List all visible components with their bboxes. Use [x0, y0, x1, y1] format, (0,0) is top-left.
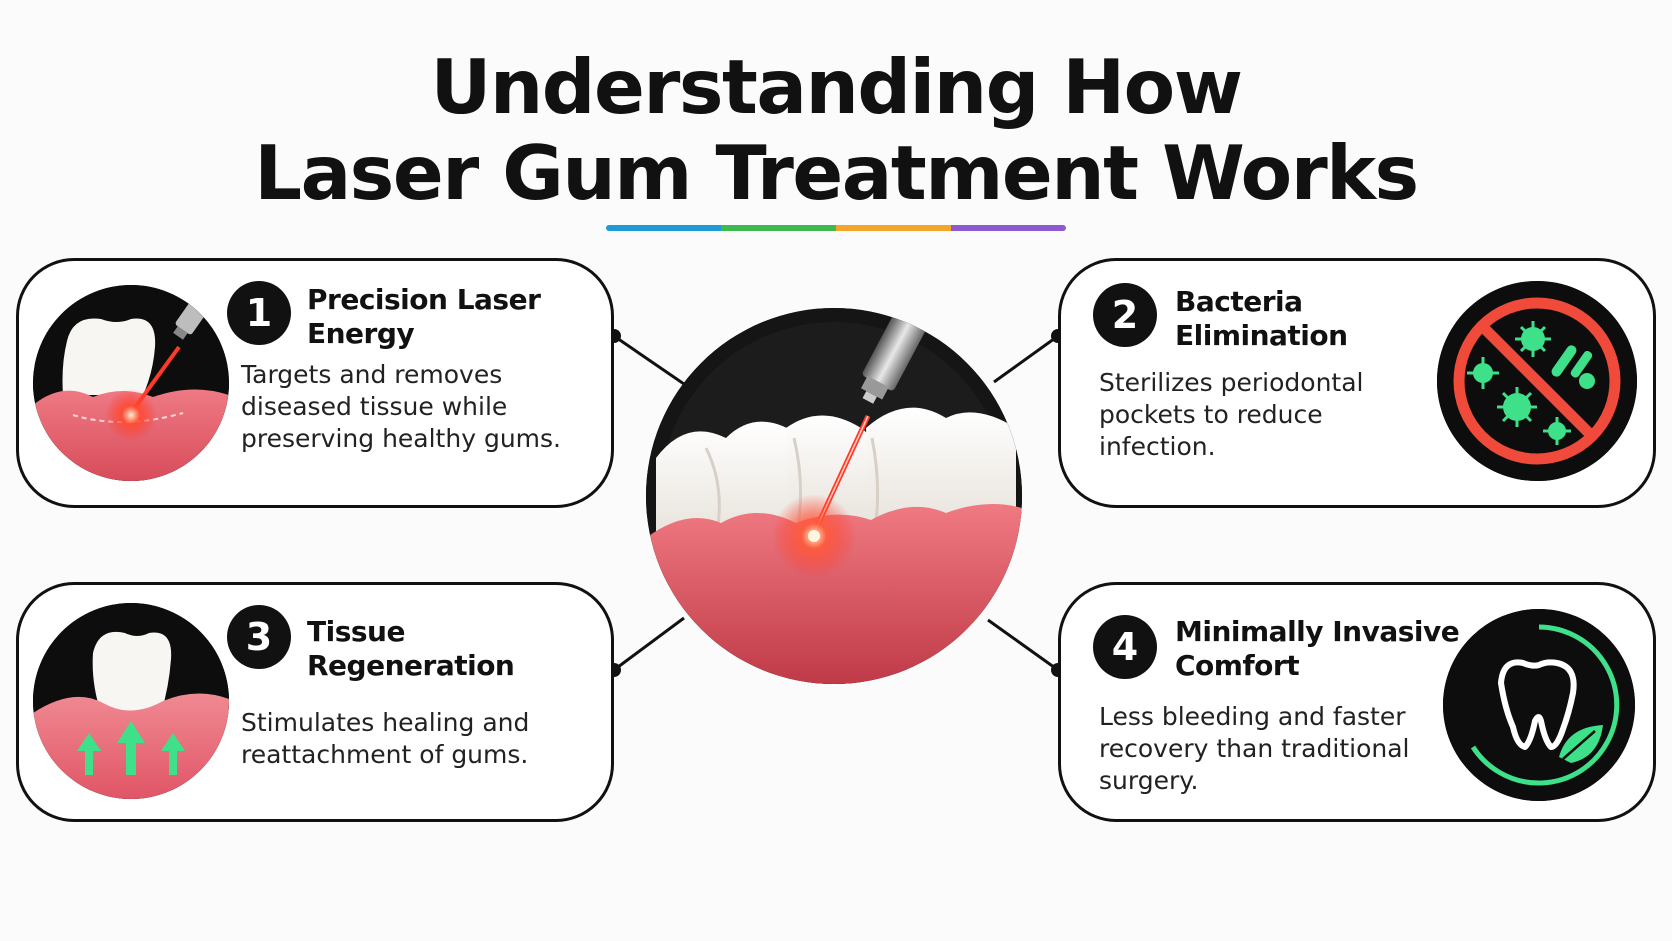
step-4-title-line-2: Comfort [1175, 649, 1300, 682]
step-1-description: Targets and removes diseased tissue whil… [241, 359, 561, 455]
step-4-title: Minimally Invasive Comfort [1175, 615, 1460, 683]
connector-line-2 [993, 334, 1059, 384]
page-title: Understanding How Laser Gum Treatment Wo… [0, 44, 1672, 216]
step-2-title: Bacteria Elimination [1175, 285, 1348, 353]
title-underline [606, 225, 1066, 231]
gum-regrowth-icon [33, 603, 229, 799]
step-1-desc-line-3: preserving healthy gums. [241, 424, 561, 453]
step-3-desc-line-1: Stimulates healing and [241, 708, 530, 737]
step-3-icon-circle [33, 603, 229, 799]
step-1-title-line-1: Precision Laser [307, 283, 541, 316]
step-card-3: 3 Tissue Regeneration Stimulates healing… [16, 582, 614, 822]
step-1-desc-line-1: Targets and removes [241, 360, 503, 389]
title-line-2: Laser Gum Treatment Works [254, 129, 1419, 217]
step-4-desc-line-2: recovery than traditional [1099, 734, 1410, 763]
underline-segment-blue [606, 225, 721, 231]
step-3-title-line-1: Tissue [307, 615, 405, 648]
step-1-desc-line-2: diseased tissue while [241, 392, 508, 421]
step-3-title: Tissue Regeneration [307, 615, 515, 683]
step-2-desc-line-1: Sterilizes periodontal [1099, 368, 1364, 397]
step-4-title-line-1: Minimally Invasive [1175, 615, 1460, 648]
step-2-desc-line-2: pockets to reduce [1099, 400, 1323, 429]
step-1-title-line-2: Energy [307, 317, 415, 350]
center-laser-illustration [646, 308, 1022, 684]
step-3-desc-line-2: reattachment of gums. [241, 740, 529, 769]
step-3-title-line-2: Regeneration [307, 649, 515, 682]
underline-segment-purple [951, 225, 1066, 231]
step-1-title: Precision Laser Energy [307, 283, 541, 351]
connector-line-4 [987, 618, 1059, 672]
step-2-title-line-1: Bacteria [1175, 285, 1303, 318]
step-2-icon-circle [1437, 281, 1637, 481]
step-4-desc-line-3: surgery. [1099, 766, 1199, 795]
step-card-1: 1 Precision Laser Energy Targets and rem… [16, 258, 614, 508]
step-4-icon-circle [1443, 609, 1635, 801]
no-bacteria-icon [1437, 281, 1637, 481]
connector-line-1 [613, 334, 685, 386]
laser-treatment-icon [646, 308, 1022, 684]
step-card-2: 2 Bacteria Elimination Sterilizes period… [1058, 258, 1656, 508]
step-2-title-line-2: Elimination [1175, 319, 1348, 352]
tooth-leaf-icon [1443, 609, 1635, 801]
underline-segment-orange [836, 225, 951, 231]
step-4-number-badge: 4 [1093, 615, 1157, 679]
step-2-number-badge: 2 [1093, 283, 1157, 347]
step-4-desc-line-1: Less bleeding and faster [1099, 702, 1406, 731]
title-line-1: Understanding How [430, 43, 1244, 131]
step-3-number-badge: 3 [227, 605, 291, 669]
laser-on-tooth-icon [33, 285, 229, 481]
step-1-number-badge: 1 [227, 281, 291, 345]
underline-segment-green [721, 225, 836, 231]
step-1-icon-circle [33, 285, 229, 481]
step-card-4: 4 Minimally Invasive Comfort Less bleedi… [1058, 582, 1656, 822]
step-3-description: Stimulates healing and reattachment of g… [241, 707, 529, 771]
step-2-desc-line-3: infection. [1099, 432, 1216, 461]
connector-line-3 [613, 616, 685, 672]
step-4-description: Less bleeding and faster recovery than t… [1099, 701, 1409, 797]
step-2-description: Sterilizes periodontal pockets to reduce… [1099, 367, 1364, 463]
